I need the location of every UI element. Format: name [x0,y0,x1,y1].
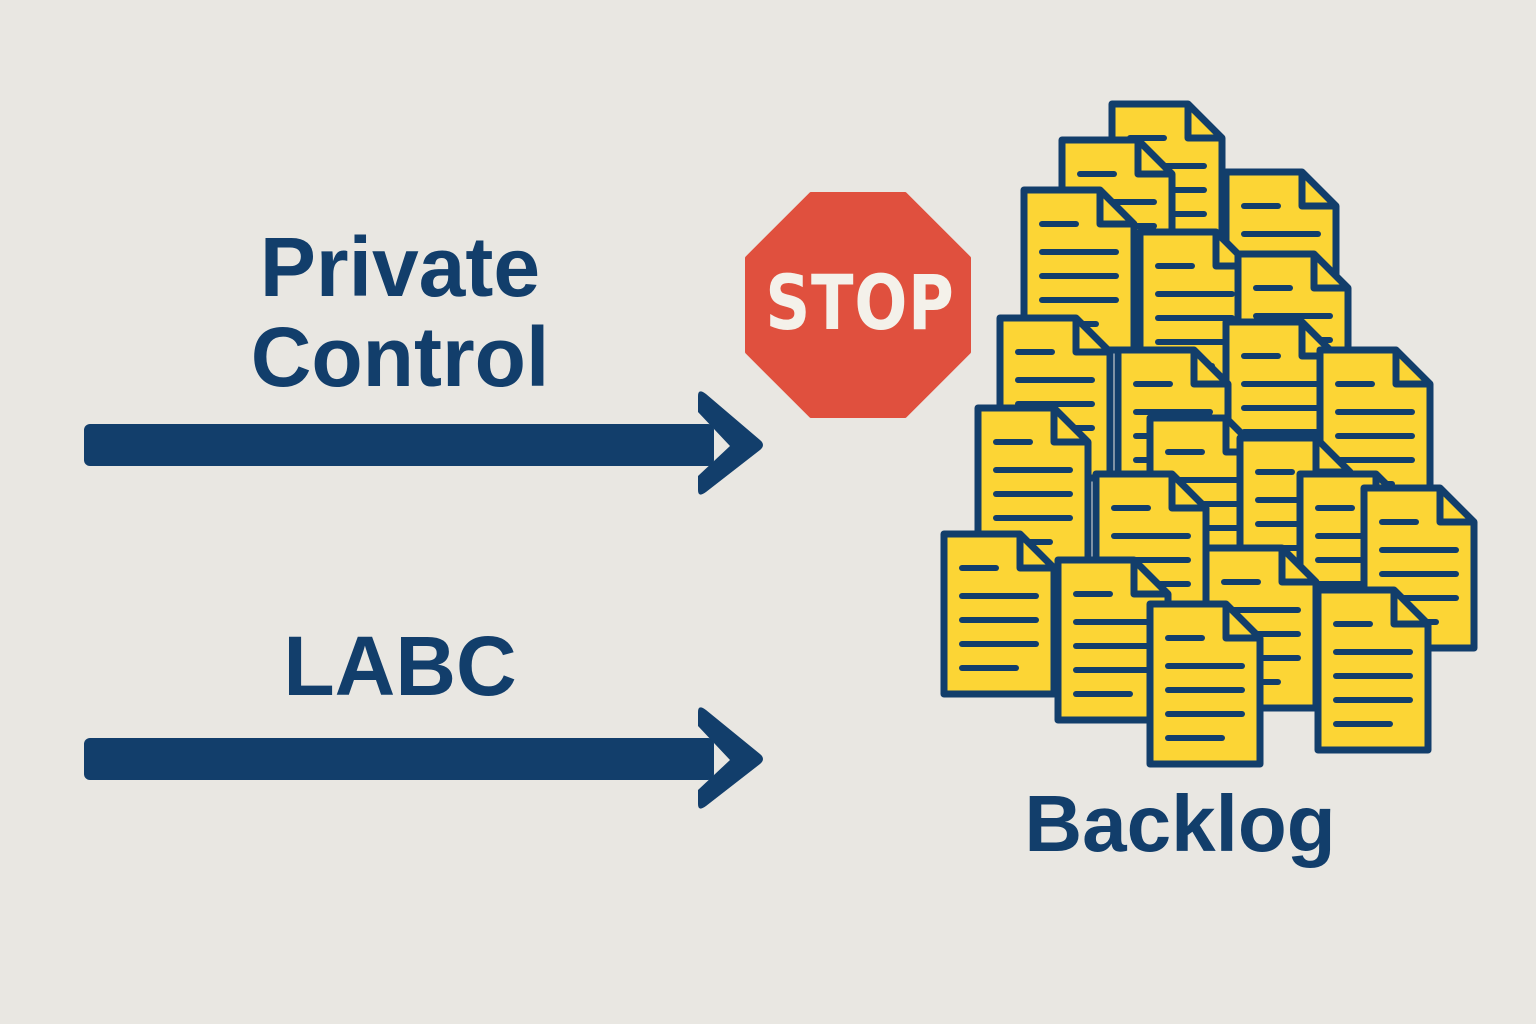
private-control-label-line-1: Private [259,220,541,314]
backlog-label: Backlog [1024,779,1336,868]
labc-label: LABC [283,619,517,713]
private-control-label-line-2: Control [250,310,550,404]
arrow-right-icon [84,391,763,495]
stop-sign-text: STOP [765,258,955,347]
private-control-label: Private Control [180,222,620,402]
stop-sign-icon [745,192,971,418]
labc-arrow-icon [84,707,763,809]
